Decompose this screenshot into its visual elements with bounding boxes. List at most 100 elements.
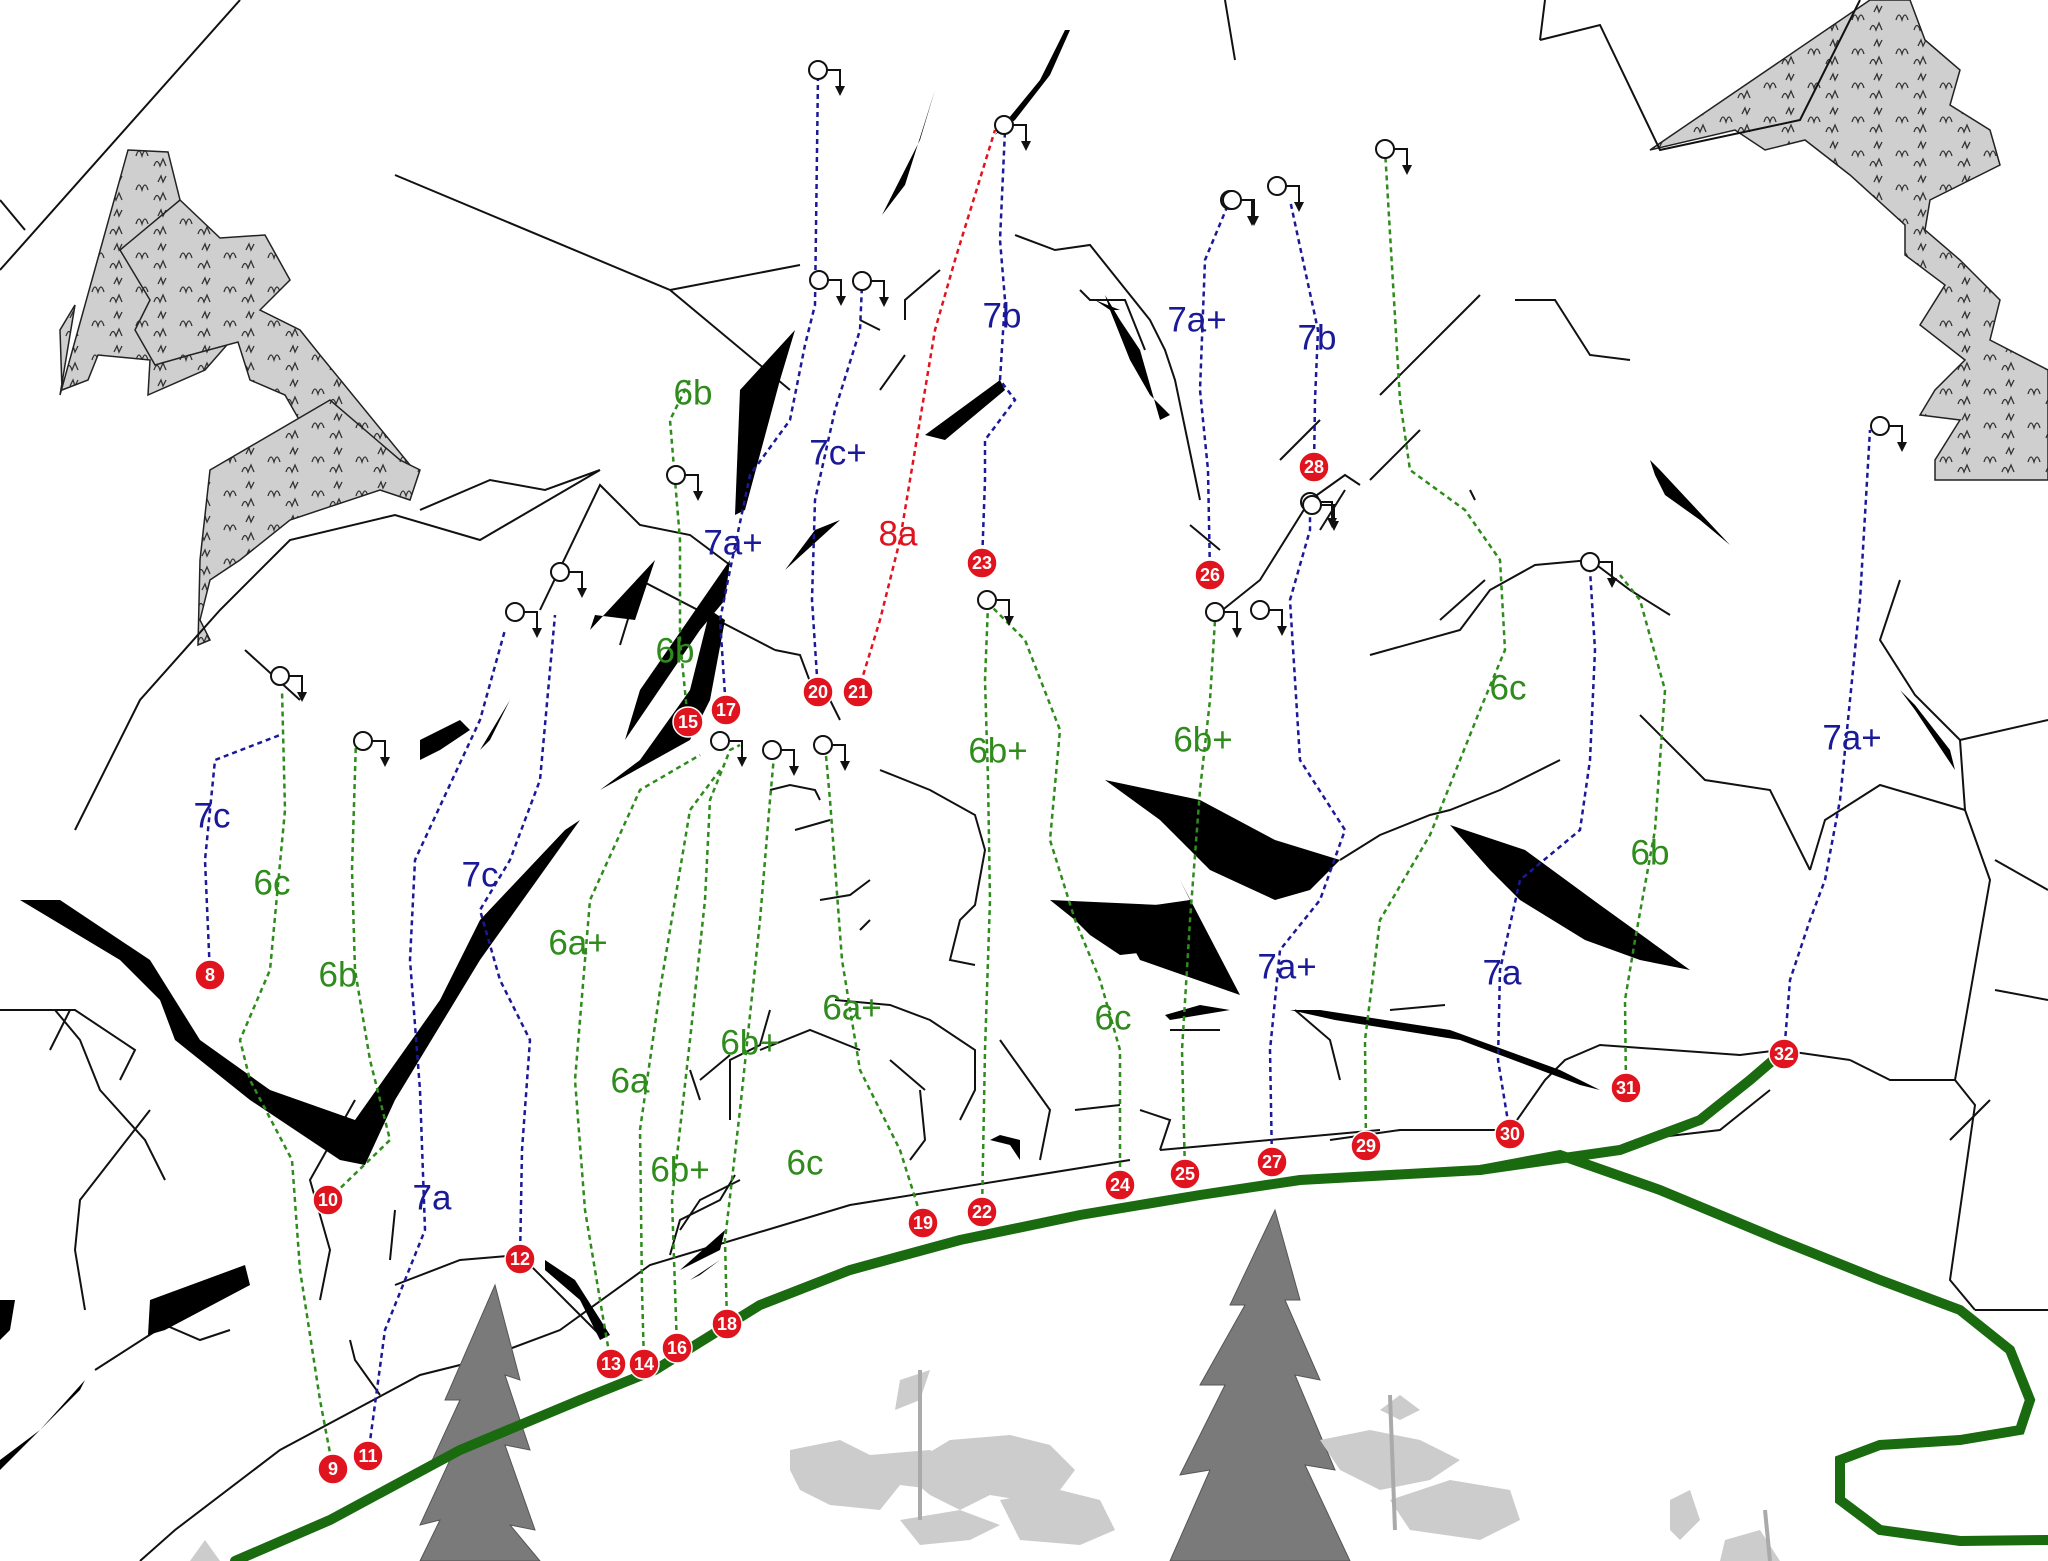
route-number-marker-8[interactable]: 8 xyxy=(194,959,226,991)
route-number-label: 29 xyxy=(1356,1136,1376,1156)
rock-features xyxy=(0,30,1955,1470)
vegetation-trees xyxy=(190,1208,1780,1561)
route-number-marker-30[interactable]: 30 xyxy=(1494,1118,1526,1150)
route-number-marker-17[interactable]: 17 xyxy=(710,694,742,726)
route-number-label: 26 xyxy=(1200,565,1220,585)
route-grade-23: 7b xyxy=(983,296,1022,335)
route-number-label: 32 xyxy=(1774,1044,1794,1064)
approach-trail xyxy=(230,1045,2048,1561)
route-grade-18: 6b+ xyxy=(720,1023,779,1062)
route-marker-circle xyxy=(710,694,742,726)
route-number-marker-12[interactable]: 12 xyxy=(504,1243,536,1275)
route-line-30 xyxy=(1496,569,1597,1135)
route-line-18 xyxy=(723,744,777,1325)
route-number-label: 19 xyxy=(913,1213,933,1233)
route-number-marker-26[interactable]: 26 xyxy=(1194,559,1226,591)
lower-off-anchor-icon xyxy=(550,562,587,598)
route-number-label: 24 xyxy=(1110,1175,1130,1195)
grass-patch-left-tail xyxy=(197,399,421,647)
route-marker-circle xyxy=(1104,1169,1136,1201)
route-number-marker-16[interactable]: 16 xyxy=(661,1332,693,1364)
route-number-marker-28[interactable]: 28 xyxy=(1298,451,1330,483)
route-number-marker-14[interactable]: 14 xyxy=(628,1348,660,1380)
route-number-marker-10[interactable]: 10 xyxy=(312,1184,344,1216)
route-line-21 xyxy=(856,129,997,693)
route-line-20 xyxy=(810,284,864,693)
conifer-tree-icon xyxy=(1169,1208,1351,1561)
route-number-marker-19[interactable]: 19 xyxy=(907,1207,939,1239)
route-line-23 xyxy=(980,129,1017,564)
vegetation-patches xyxy=(59,0,2048,647)
route-number-label: 13 xyxy=(601,1354,621,1374)
route-number-label: 30 xyxy=(1500,1124,1520,1144)
grade-labels: 7c6c6b7a7c6a+6a6b6b+7a+6b+6a+7c+8a6b+7b6… xyxy=(194,296,1882,1217)
route-number-label: 11 xyxy=(358,1446,377,1466)
route-marker-circle xyxy=(966,1196,998,1228)
lower-off-anchor-icon xyxy=(1205,602,1242,638)
route-number-label: 12 xyxy=(510,1249,530,1269)
lower-off-anchor-icon xyxy=(1250,600,1287,636)
route-marker-circle xyxy=(1768,1038,1800,1070)
lower-off-anchor-icon xyxy=(977,590,1014,626)
route-line-24 xyxy=(989,604,1122,1185)
route-line-19 xyxy=(823,744,925,1224)
route-marker-circle xyxy=(317,1453,349,1485)
route-line-15 xyxy=(668,379,692,723)
route-number-marker-13[interactable]: 13 xyxy=(595,1348,627,1380)
route-grade-12: 7c xyxy=(462,855,499,894)
route-marker-circle xyxy=(352,1440,384,1472)
route-number-marker-21[interactable]: 21 xyxy=(842,676,874,708)
route-marker-circle xyxy=(711,1308,743,1340)
route-number-label: 17 xyxy=(716,700,736,720)
route-grade-11: 7a xyxy=(413,1178,452,1217)
route-number-marker-9[interactable]: 9 xyxy=(317,1453,349,1485)
lower-off-anchor-icon xyxy=(1267,176,1304,212)
route-line-31 xyxy=(1619,574,1667,1089)
route-number-marker-31[interactable]: 31 xyxy=(1610,1072,1642,1104)
route-marker-circle xyxy=(194,959,226,991)
variant-grade-label: 6b xyxy=(674,373,713,412)
lower-off-anchor-icon xyxy=(505,602,542,638)
route-line-29 xyxy=(1363,149,1507,1147)
route-number-label: 31 xyxy=(1616,1078,1636,1098)
route-number-marker-23[interactable]: 23 xyxy=(966,547,998,579)
route-grade-25: 6b+ xyxy=(1173,720,1232,759)
route-marker-circle xyxy=(1194,559,1226,591)
route-number-marker-27[interactable]: 27 xyxy=(1256,1146,1288,1178)
route-number-marker-29[interactable]: 29 xyxy=(1350,1130,1382,1162)
route-number-label: 22 xyxy=(972,1202,992,1222)
route-marker-circle xyxy=(628,1348,660,1380)
route-marker-circle xyxy=(1494,1118,1526,1150)
route-marker-circle xyxy=(1350,1130,1382,1162)
anchors-layer xyxy=(270,60,1907,776)
route-number-marker-15[interactable]: 15 xyxy=(672,706,704,738)
conifer-tree-icon xyxy=(419,1283,541,1561)
route-number-marker-18[interactable]: 18 xyxy=(711,1308,743,1340)
route-marker-circle xyxy=(1256,1146,1288,1178)
route-grade-21: 8a xyxy=(879,514,918,553)
route-number-marker-20[interactable]: 20 xyxy=(802,676,834,708)
route-number-label: 25 xyxy=(1175,1164,1195,1184)
route-grade-28: 7b xyxy=(1298,318,1337,357)
route-line-13 xyxy=(573,753,701,1365)
route-number-marker-32[interactable]: 32 xyxy=(1768,1038,1800,1070)
lower-off-anchor-icon xyxy=(809,270,846,306)
route-number-label: 21 xyxy=(848,682,868,702)
route-number-label: 27 xyxy=(1262,1152,1282,1172)
lower-off-anchor-icon xyxy=(1580,552,1617,588)
route-grade-14: 6a xyxy=(611,1061,650,1100)
route-marker-circle xyxy=(1169,1158,1201,1190)
lower-off-anchor-icon xyxy=(270,666,307,702)
route-number-marker-11[interactable]: 11 xyxy=(352,1440,384,1472)
route-grade-19: 6a+ xyxy=(822,988,881,1027)
route-number-marker-25[interactable]: 25 xyxy=(1169,1158,1201,1190)
route-number-marker-22[interactable]: 22 xyxy=(966,1196,998,1228)
route-marker-circle xyxy=(504,1243,536,1275)
route-marker-circle xyxy=(1610,1072,1642,1104)
route-grade-31: 6b xyxy=(1631,833,1670,872)
route-grade-16: 6b+ xyxy=(650,1150,709,1189)
route-grade-22: 6b+ xyxy=(968,731,1027,770)
route-number-marker-24[interactable]: 24 xyxy=(1104,1169,1136,1201)
route-number-label: 23 xyxy=(972,553,992,573)
